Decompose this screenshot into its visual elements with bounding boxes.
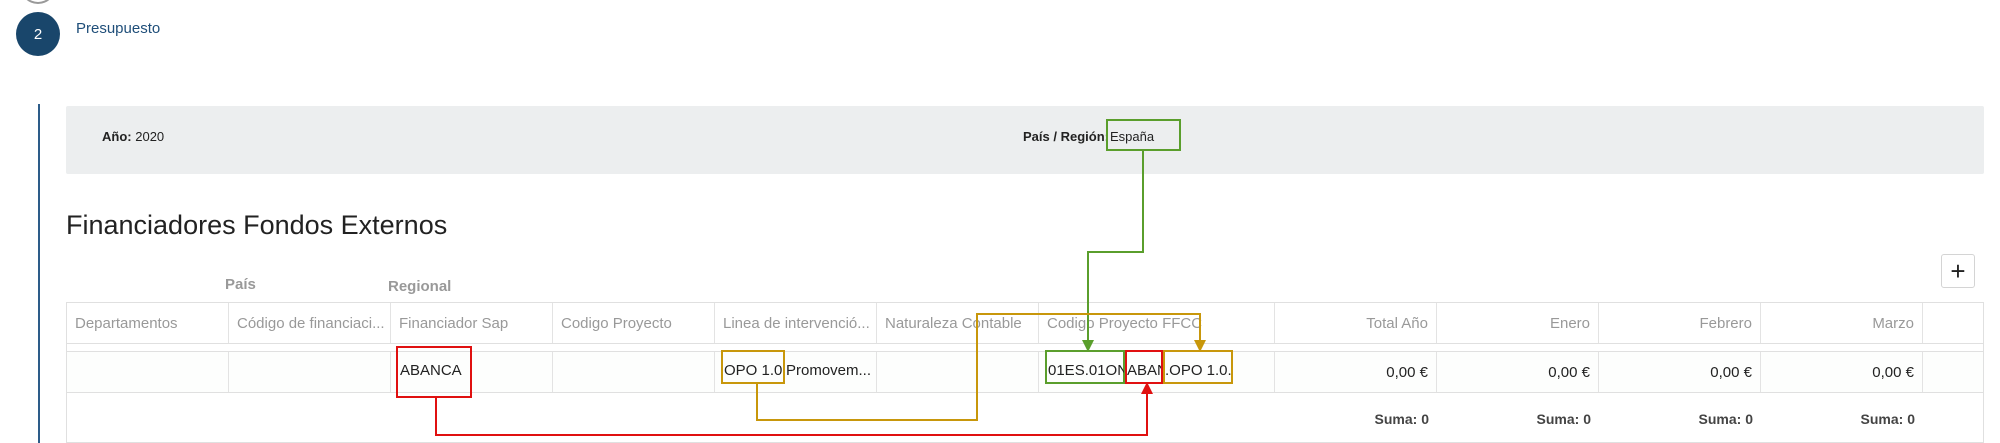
header-linea-intervencion[interactable]: Linea de intervenció... [715,303,877,343]
cell-departamentos[interactable] [67,352,229,392]
cell-codigo-proyecto[interactable] [553,352,715,392]
header-spacer [1923,303,1973,343]
year-info: Año: 2020 [102,129,164,144]
header-codigo-financiacion[interactable]: Código de financiaci... [229,303,391,343]
ffcc-part3-value[interactable]: .OPO 1.0. [1165,362,1231,379]
header-febrero[interactable]: Febrero [1599,303,1761,343]
table-header-row: Departamentos Código de financiaci... Fi… [67,303,1983,344]
financiers-table: Departamentos Código de financiaci... Fi… [66,302,1984,443]
financiador-sap-value[interactable]: ABANCA [400,362,462,379]
header-enero[interactable]: Enero [1437,303,1599,343]
sum-total-ano: Suma: 0 [1374,411,1429,427]
country-value: España [1110,129,1155,144]
linea-text-value[interactable]: Promovem... [786,362,872,379]
header-codigo-proyecto-ffcc[interactable]: Codigo Proyecto FFCC [1039,303,1275,343]
financiador-highlight-box [396,346,472,398]
country-label: País / Región: [1023,129,1109,144]
year-value: 2020 [135,129,165,144]
cell-total-ano[interactable]: 0,00 € [1275,352,1437,392]
cell-marzo[interactable]: 0,00 € [1761,352,1923,392]
header-marzo[interactable]: Marzo [1761,303,1923,343]
group-label-regional: Regional [388,278,452,295]
country-label-text: País / Región: [1023,129,1109,144]
step-number: 2 [33,25,43,43]
sum-marzo: Suma: 0 [1860,411,1915,427]
step-title[interactable]: Presupuesto [76,20,161,37]
sum-febrero: Suma: 0 [1698,411,1753,427]
info-panel [66,106,1984,174]
ffcc-part2-value[interactable]: ABAN [1127,362,1161,379]
add-row-button[interactable]: + [1941,254,1975,288]
ffcc-part1-value[interactable]: 01ES.01ON [1048,362,1124,379]
header-codigo-proyecto[interactable]: Codigo Proyecto [553,303,715,343]
table-sum-row: Suma: 0 Suma: 0 Suma: 0 Suma: 0 [67,399,1983,439]
country-highlight-box [1106,119,1181,151]
step-number-badge[interactable]: 2 [16,12,60,56]
cell-naturaleza-contable[interactable] [877,352,1039,392]
header-departamentos[interactable]: Departamentos [67,303,229,343]
cell-spacer [1923,352,1973,392]
cell-codigo-proyecto-ffcc[interactable] [1039,352,1275,392]
linea-code-value[interactable]: OPO 1.0 [724,362,783,379]
table-row[interactable]: 0,00 € 0,00 € 0,00 € 0,00 € [67,351,1983,393]
section-title: Financiadores Fondos Externos [66,210,448,240]
header-financiador-sap[interactable]: Financiador Sap [391,303,553,343]
sum-enero: Suma: 0 [1536,411,1591,427]
cell-febrero[interactable]: 0,00 € [1599,352,1761,392]
cell-codigo-financiacion[interactable] [229,352,391,392]
sum-spacer [67,399,1275,439]
header-total-ano[interactable]: Total Año [1275,303,1437,343]
group-label-pais: País [225,276,256,293]
previous-step-circle[interactable] [20,0,56,4]
cell-financiador-sap[interactable] [391,352,553,392]
cell-enero[interactable]: 0,00 € [1437,352,1599,392]
header-naturaleza-contable[interactable]: Naturaleza Contable [877,303,1039,343]
step-connector-line [38,104,40,443]
year-label: Año: [102,129,132,144]
